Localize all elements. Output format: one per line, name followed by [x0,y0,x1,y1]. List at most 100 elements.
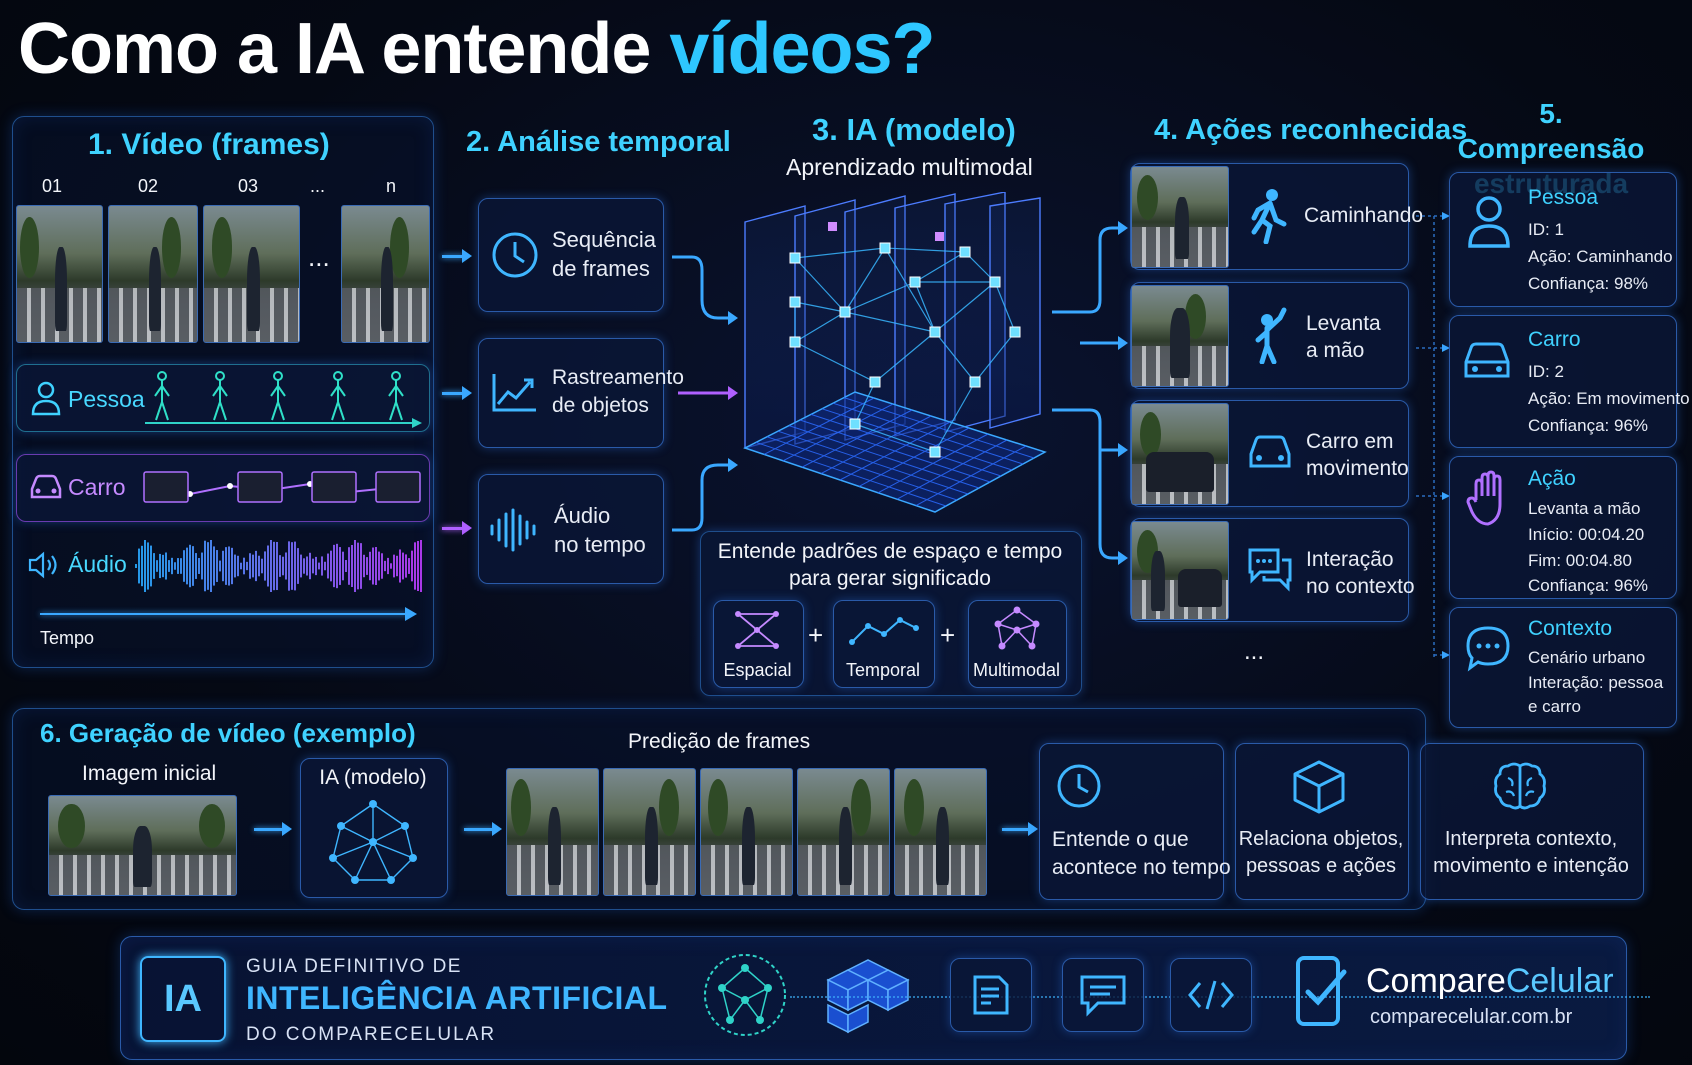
action-car-moving-l2: movimento [1306,457,1409,481]
gen-card-context-l2: movimento e intenção [1433,855,1629,877]
brain-icon [1494,762,1546,810]
action-photo-car-moving [1131,403,1229,505]
analysis-tracking-l1: Rastreamento [552,366,684,389]
initial-image-label: Imagem inicial [82,762,217,785]
structured-context-line-3: e carro [1528,697,1581,717]
action-interaction-l2: no contexto [1306,575,1415,599]
section2-title: 2. Análise temporal [466,126,731,158]
walking-person-icon [1251,189,1287,244]
gen-card-relations-l1: Relaciona objetos, [1238,828,1404,850]
structured-action-line-2: Início: 00:04.20 [1528,524,1645,544]
audio-icon [28,551,57,579]
connectors-to-structured [1416,212,1450,660]
gen-model-card [300,758,448,898]
section6-title: 6. Geração de vídeo (exemplo) [40,718,416,748]
action-interaction-l1: Interação [1306,548,1394,571]
flow-arrow-3 [442,521,472,535]
action-raise-hand-l1: Levanta [1306,312,1381,335]
frame-label-2: 02 [138,176,159,196]
plus-sign-2: + [940,620,956,650]
analysis-tracking-text: Rastreamento de objetos [552,364,684,421]
footer-line1: GUIA DEFINITIVO DE [246,956,462,977]
person-track-line [145,371,422,428]
action-walking-text: Caminhando [1304,202,1423,229]
section3-title: 3. IA (modelo) [812,112,1016,147]
structured-action-line-1: Levanta a mão [1528,499,1641,518]
analysis-audio-l1: Áudio [554,503,611,528]
gen-arrow-1 [254,822,292,836]
structured-card-person [1449,172,1677,307]
clock-icon [492,232,538,278]
person-icon [31,381,61,416]
predicted-frame-3 [700,768,793,896]
action-raise-hand-text: Levanta a mão [1306,310,1381,365]
initial-image [48,795,237,896]
chip-multimodal-label: Multimodal [972,660,1061,680]
gen-arrow-2 [464,822,502,836]
gen-card-relations-l2: pessoas e ações [1245,855,1397,877]
analysis-tracking-l2: de objetos [552,394,649,418]
gen-clock-icon [1057,764,1101,808]
chip-temporal-label: Temporal [845,660,921,680]
person-outline-icon [1468,196,1510,248]
title-part2: vídeos? [669,9,935,89]
flow-arrow-1 [442,249,472,263]
structured-person-title: Pessoa [1528,186,1599,209]
car-moving-icon [1249,435,1291,468]
footer-chat-icon [1062,958,1144,1032]
car-outline-icon [1464,342,1510,378]
action-raise-hand-l2: a mão [1306,339,1365,363]
frame-label-n: n [386,176,397,196]
predicted-frame-4 [797,768,890,896]
analysis-sequence-l1: Sequência [552,227,656,252]
row-label-audio: Áudio [68,551,127,577]
raise-hand-icon [1255,307,1287,364]
audio-wave-icon [490,508,536,552]
structured-car-line-3: Confiança: 96% [1528,416,1649,436]
ia-chip-icon: IA [140,956,226,1042]
gen-model-label: IA (modelo) [319,766,427,789]
model-explanation-l1: Entende padrões de espaço e tempo [717,540,1063,563]
structured-car-line-1: ID: 2 [1528,362,1564,381]
footer-line3: DO COMPARECELULAR [246,1024,497,1045]
network-icon [329,800,417,884]
car-track-line [143,471,421,503]
hand-icon [1466,470,1502,526]
title-part1: Como a IA entende [18,9,670,89]
section1-title: 1. Vídeo (frames) [88,128,330,161]
brand-url[interactable]: comparecelular.com.br [1370,1006,1573,1028]
connectors-to-model [672,255,738,532]
chip-spatial-label: Espacial [723,660,792,680]
structured-action-line-4: Confiança: 96% [1528,576,1649,596]
action-photo-walking [1131,166,1229,268]
section5-title-l1: 5. Compreensão [1457,98,1645,164]
analysis-sequence-l2: de frames [552,255,650,281]
footer-line2: INTELIGÊNCIA ARTIFICIAL [246,980,668,1016]
structured-card-car [1449,315,1677,448]
row-label-person: Pessoa [68,386,145,412]
analysis-sequence-text: Sequência de frames [552,226,656,283]
page-title: Como a IA entende vídeos? [18,8,936,90]
flow-arrow-2 [442,386,472,400]
section3-subtitle: Aprendizado multimodal [786,154,1033,180]
brand-name: CompareCelular [1366,962,1614,1001]
analysis-card-sequence [478,198,664,312]
gen-card-relations-text: Relaciona objetos, pessoas e ações [1235,826,1407,880]
multimodal-icon [994,606,1040,650]
comparecelular-logo-icon [1296,956,1347,1026]
action-photo-raise-hand [1131,285,1229,387]
actions-more-ellipsis: ... [1244,638,1265,665]
speech-bubble-icon [1466,626,1510,672]
frame-label-dots: ... [310,176,326,196]
video-frame-3 [203,205,300,343]
frame-label-1: 01 [42,176,63,196]
spatial-icon [735,611,779,649]
gen-card-relations [1235,743,1409,900]
neural-network-cube [743,192,1047,513]
connectors-to-actions [1052,221,1128,565]
structured-person-line-3: Confiança: 98% [1528,274,1649,294]
